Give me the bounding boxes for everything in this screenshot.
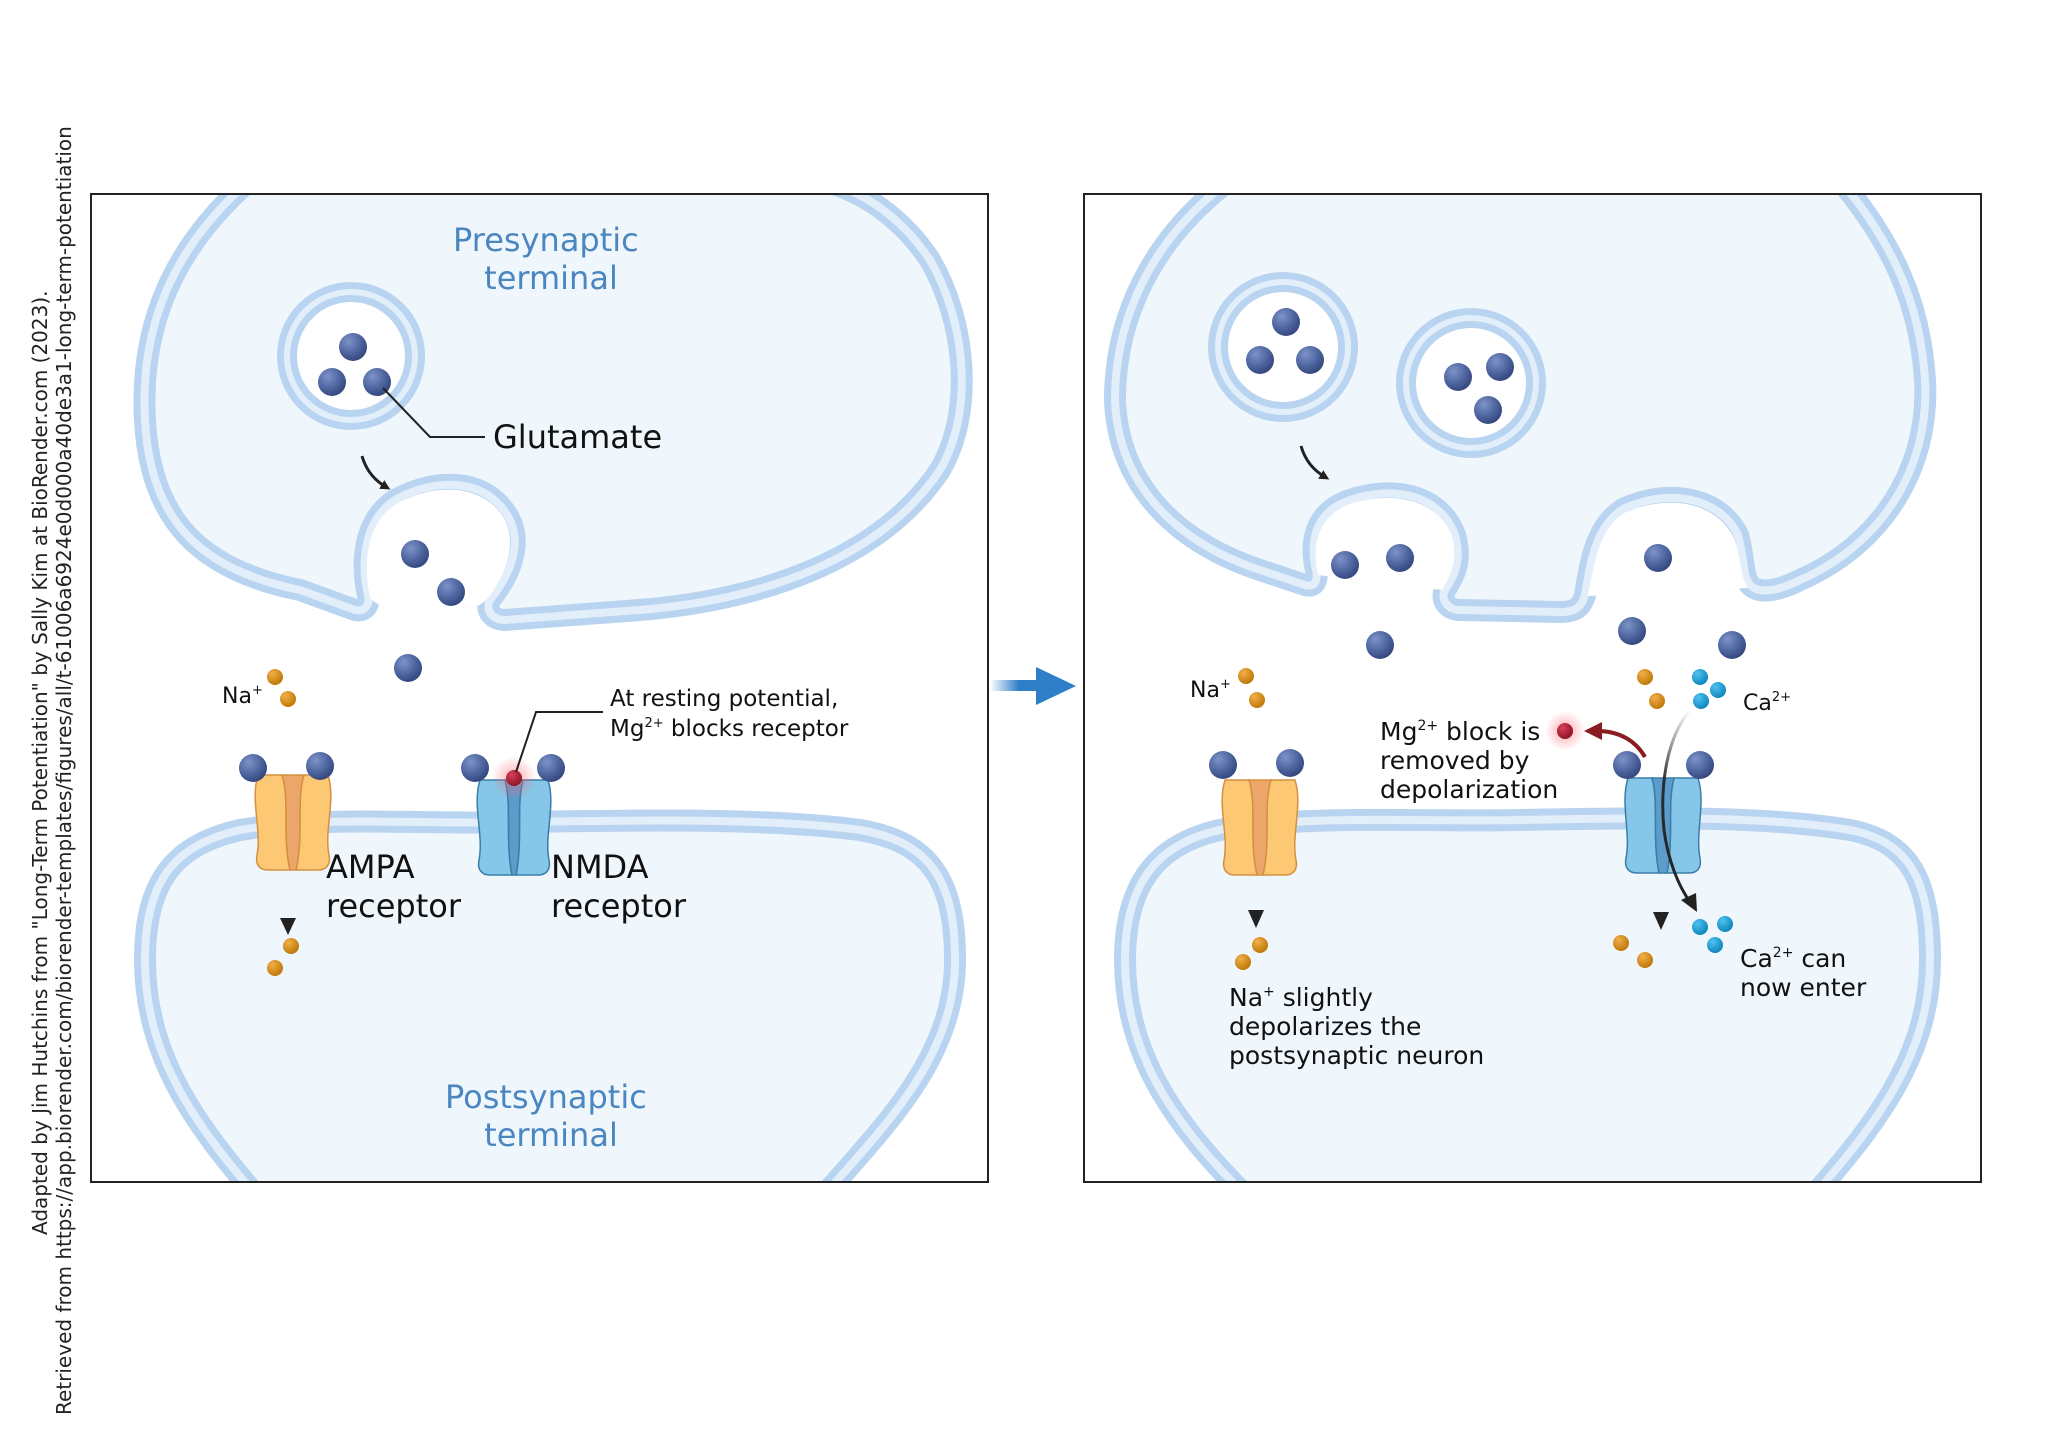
glutamate-bound <box>239 754 267 782</box>
magnesium-ion <box>506 770 522 786</box>
glutamate-molecule <box>318 368 346 396</box>
glutamate-molecule <box>1474 396 1502 424</box>
ca-label: Ca2+ <box>1743 690 1791 716</box>
magnesium-ion <box>1557 723 1573 739</box>
credit-text: Adapted by Jim Hutchins from "Long-Term … <box>28 126 76 1415</box>
left-panel: Glutamate Presynaptic terminal Postsynap… <box>90 193 989 1183</box>
sodium-ion <box>267 669 283 685</box>
glutamate-bound <box>461 754 489 782</box>
calcium-ion <box>1710 682 1726 698</box>
credit-line-2: Retrieved from https://app.biorender.com… <box>52 126 76 1415</box>
postsynaptic-label: Postsynaptic terminal <box>445 1078 657 1154</box>
na-flow-arrowhead-icon <box>1653 912 1669 930</box>
glutamate-molecule <box>339 333 367 361</box>
nmda-receptor <box>461 754 565 876</box>
glutamate-molecule <box>1366 631 1394 659</box>
sodium-ion <box>1649 693 1665 709</box>
credit-line-1: Adapted by Jim Hutchins from "Long-Term … <box>28 290 52 1235</box>
glutamate-molecule <box>1331 551 1359 579</box>
glutamate-molecule <box>394 654 422 682</box>
calcium-ion <box>1692 669 1708 685</box>
glutamate-molecule <box>1246 346 1274 374</box>
glutamate-molecule <box>1386 544 1414 572</box>
fusion-pore <box>366 489 510 615</box>
ca-flow-arrowhead-icon <box>1681 893 1697 912</box>
glutamate-molecule <box>1618 617 1646 645</box>
fusion-pore <box>1315 497 1455 590</box>
glutamate-bound <box>306 752 334 780</box>
exocytosis-arrow-icon <box>1299 445 1330 480</box>
calcium-ion <box>1707 937 1723 953</box>
glutamate-molecule <box>1486 353 1514 381</box>
na-label: Na+ <box>1190 677 1231 703</box>
glutamate-leader-line <box>382 387 485 438</box>
sodium-ion <box>1238 668 1254 684</box>
glutamate-molecule <box>1644 544 1672 572</box>
exocytosis-arrow-icon <box>360 455 391 490</box>
sodium-ion <box>1249 692 1265 708</box>
calcium-ion <box>1693 693 1709 709</box>
synaptic-vesicle <box>1208 272 1358 422</box>
sodium-ion <box>1235 954 1251 970</box>
mg-removal-arrow-icon <box>1599 729 1647 759</box>
glutamate-molecule <box>1296 346 1324 374</box>
na-flow-arrowhead-icon <box>280 918 296 935</box>
right-panel-border <box>1083 193 1982 1183</box>
glutamate-bound <box>1209 751 1237 779</box>
sodium-ion <box>1637 669 1653 685</box>
transition-arrow-icon <box>990 667 1076 705</box>
mg-removed-note: Mg2+ block is removed by depolarization <box>1380 717 1558 804</box>
presynaptic-label: Presynaptic terminal <box>453 221 649 297</box>
sodium-ion <box>267 960 283 976</box>
right-panel: Na+ Na+ slightly depolarizes the postsyn… <box>1083 193 1982 1183</box>
left-panel-border <box>90 193 989 1183</box>
glutamate-bound <box>1686 751 1714 779</box>
ampa-receptor <box>1209 749 1304 876</box>
sodium-ion <box>1252 937 1268 953</box>
glutamate-bound <box>1276 749 1304 777</box>
sodium-ion <box>1637 952 1653 968</box>
presynaptic-membrane-inner <box>1111 194 1930 616</box>
na-label: Na+ <box>222 683 263 709</box>
mg-removal-arrowhead-icon <box>1584 722 1602 740</box>
glutamate-molecule <box>437 578 465 606</box>
glutamate-molecule <box>1272 308 1300 336</box>
glutamate-molecule <box>1444 363 1472 391</box>
glutamate-molecule <box>1718 631 1746 659</box>
ca-enter-note: Ca2+ can now enter <box>1740 944 1867 1002</box>
ca-flow-arrow <box>1661 709 1692 903</box>
glutamate-bound <box>1613 751 1641 779</box>
presynaptic-membrane-inner <box>140 194 966 624</box>
ampa-label: AMPA receptor <box>326 848 462 925</box>
glutamate-molecule <box>401 540 429 568</box>
sodium-ion <box>1613 935 1629 951</box>
mg-block-note: At resting potential, Mg2+ blocks recept… <box>610 686 849 742</box>
glutamate-label: Glutamate <box>493 418 662 456</box>
calcium-ion <box>1692 919 1708 935</box>
sodium-ion <box>280 691 296 707</box>
synaptic-vesicle <box>1396 308 1546 458</box>
calcium-ion <box>1717 916 1733 932</box>
sodium-ion <box>283 938 299 954</box>
mg-leader-line <box>515 711 603 773</box>
glutamate-bound <box>537 754 565 782</box>
na-flow-arrowhead-icon <box>1248 910 1264 928</box>
nmda-label: NMDA receptor <box>551 848 687 925</box>
na-depolarize-note: Na+ slightly depolarizes the postsynapti… <box>1229 983 1484 1070</box>
nmda-receptor <box>1613 751 1714 874</box>
postsynaptic-membrane-inner <box>1120 814 1935 1182</box>
